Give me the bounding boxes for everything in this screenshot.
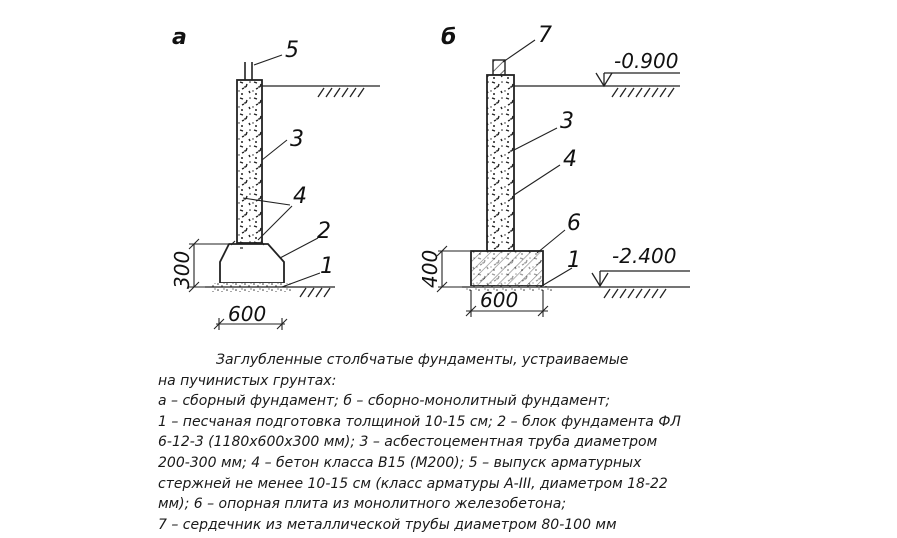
- drawing-a: а 5 3 4: [170, 25, 380, 330]
- figure-caption: Заглубленные столбчатые фундаменты, устр…: [158, 350, 798, 535]
- height-dimension-b: [436, 245, 470, 293]
- caption-title: Заглубленные столбчатые фундаменты, устр…: [216, 352, 629, 368]
- caption-line: 6-12-3 (1180х600х300 мм); 3 – асбестоцем…: [158, 434, 658, 451]
- ground-line-a: [262, 85, 380, 98]
- width-dimension-a: [213, 318, 288, 330]
- leaders-b: [502, 39, 573, 288]
- ground-base-a: [205, 286, 335, 298]
- caption-line: а – сборный фундамент; б – сборно-моноли…: [158, 393, 611, 410]
- dim-width-b: 600: [480, 288, 518, 312]
- callout-7: 7: [538, 23, 552, 48]
- callout-5: 5: [285, 38, 299, 63]
- callout-2: 2: [317, 219, 331, 244]
- callout-1-a: 1: [320, 254, 334, 279]
- height-dimension-a: [188, 238, 228, 293]
- callout-3-b: 3: [560, 109, 574, 134]
- sand-bed-b: [466, 286, 552, 291]
- callout-4-a: 4: [293, 184, 307, 209]
- ground-base-b: [462, 286, 690, 299]
- level-mark-top: [595, 72, 680, 88]
- callout-6: 6: [567, 211, 581, 236]
- asbestos-pipe-a: [236, 79, 263, 244]
- level-top-label: -0.900: [614, 49, 678, 73]
- foundation-block-fl: [219, 243, 285, 284]
- asbestos-pipe-b: [486, 74, 515, 252]
- callout-1-b: 1: [567, 248, 581, 273]
- dim-height-b: 400: [418, 250, 442, 288]
- drawing-b-letter: б: [441, 25, 456, 50]
- level-bottom-label: -2.400: [612, 244, 676, 268]
- caption-line: 1 – песчаная подготовка толщиной 10-15 с…: [158, 413, 681, 430]
- ground-line-b: [514, 85, 680, 98]
- drawing-b: б 7 3 4 6 1: [418, 23, 690, 317]
- caption-line: на пучинистых грунтах:: [158, 372, 337, 389]
- callout-4-b: 4: [563, 147, 577, 172]
- level-mark-bottom: [591, 270, 690, 288]
- caption-line: 200-300 мм; 4 – бетон класса В15 (М200);…: [158, 454, 642, 471]
- caption-line: стержней не менее 10-15 см (класс армату…: [158, 475, 668, 492]
- callout-3-a: 3: [290, 127, 304, 152]
- caption-line: 7 – сердечник из металлической трубы диа…: [158, 516, 617, 533]
- dim-width-a: 600: [228, 302, 266, 326]
- leaders-a: [242, 54, 321, 288]
- width-dimension-b: [465, 290, 549, 317]
- dim-height-a: 300: [170, 251, 194, 289]
- rebar-outlet: [244, 62, 253, 80]
- caption-line: мм); 6 – опорная плита из монолитного же…: [158, 496, 567, 513]
- drawing-a-letter: а: [172, 25, 187, 50]
